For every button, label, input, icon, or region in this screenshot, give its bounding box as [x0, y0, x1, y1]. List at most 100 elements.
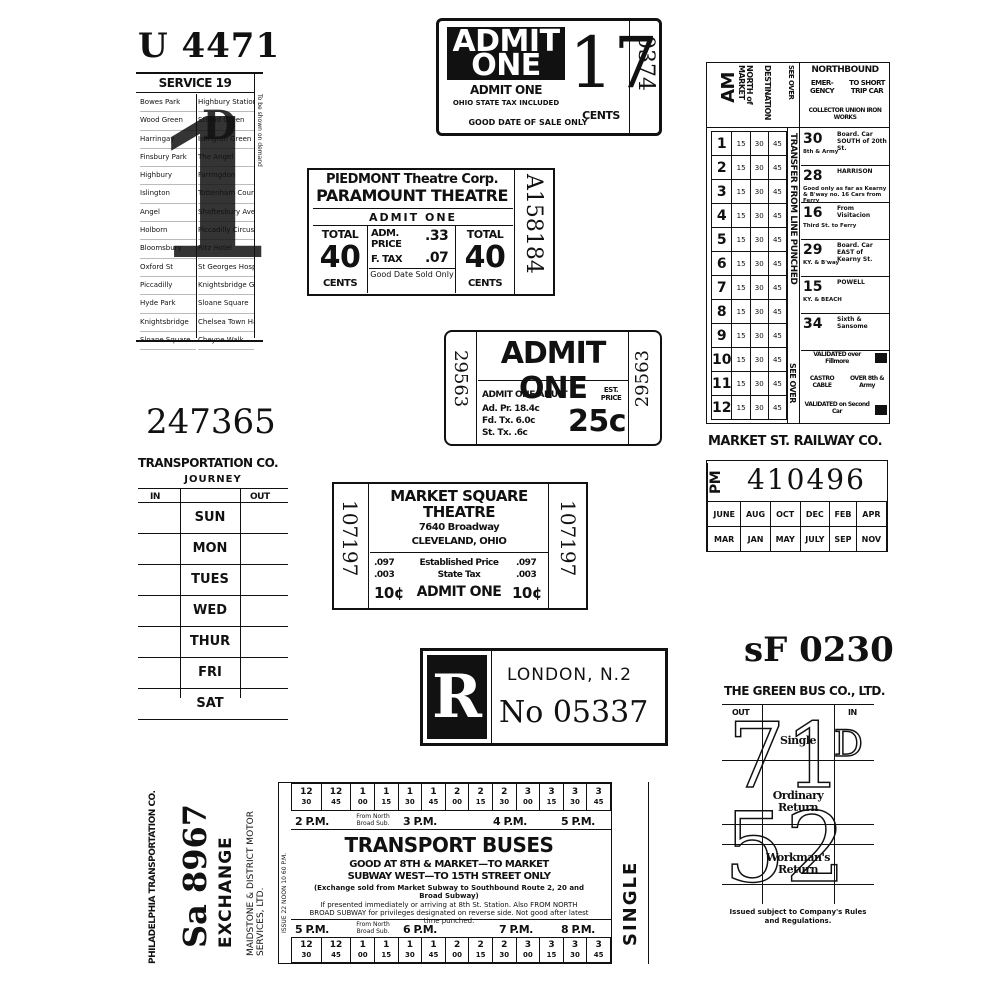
railway-stop-text: Sixth & Sansome: [837, 316, 868, 330]
railway-short-trip: TO SHORT TRIP CAR: [849, 79, 885, 95]
service-ticket-serial: U 4471: [138, 26, 281, 66]
admit-one-17-serial: 0374: [633, 35, 658, 91]
paramount-admit: ADMIT ONE: [368, 211, 458, 224]
market-square-price2-left: .003: [374, 570, 395, 580]
paramount-total-1: 40: [319, 240, 361, 275]
market-square-price1-left: .097: [374, 558, 395, 568]
admit-one-17-ticket: ADMIT ONE ADMIT ONE OHIO STATE TAX INCLU…: [436, 18, 662, 136]
market-square-ticket: 107197 107197 MARKET SQUARE THEATRE 7640…: [332, 482, 588, 610]
service-label: SERVICE 19: [136, 76, 254, 93]
railway-minute: 30: [749, 371, 769, 396]
month-ticket-serial: 410496: [747, 463, 866, 496]
railway-minute: 45: [767, 323, 788, 348]
railway-stop-num: 15: [803, 279, 823, 295]
railway-minute: 15: [731, 155, 751, 180]
railway-minute: 15: [731, 347, 751, 372]
railway-minute: 30: [749, 179, 769, 204]
time-hour: 1: [430, 940, 437, 950]
railway-minute: 15: [731, 299, 751, 324]
railway-transfer-text: TRANSFER FROM LINE PUNCHED: [788, 133, 798, 285]
time-min: 00: [452, 951, 462, 959]
time-min: 45: [331, 798, 341, 806]
railway-hour: 10: [710, 347, 733, 372]
day-row: MON: [138, 533, 288, 565]
service-stop: Finsbury Park: [140, 149, 196, 168]
railway-over: OVER 8th & Army: [849, 375, 885, 389]
service-stop: St Georges Hospital: [198, 259, 254, 277]
time-hour: 3: [548, 940, 555, 950]
transport-line1: GOOD AT 8TH & MARKET—TO MARKET: [349, 859, 549, 870]
service-denomination-d: D: [202, 102, 237, 149]
railway-hour: 8: [710, 299, 733, 324]
service-stop: Cheyne Walk: [198, 332, 254, 351]
service-stop: Shaftesbury Ave: [198, 204, 254, 223]
service-stop: Ritz Hotel: [198, 240, 254, 259]
admit-one-25-st-tx: St. Tx. .6c: [482, 428, 528, 438]
railway-hour: 5: [710, 227, 733, 252]
transportation-company: TRANSPORTATION CO.: [138, 456, 279, 470]
time-min: 15: [546, 951, 557, 959]
time-min: 45: [593, 951, 604, 959]
admit-one-17-line1: ADMIT ONE: [470, 83, 542, 97]
service-stop: Stroud Green: [198, 112, 254, 131]
time-hour: 2: [501, 787, 508, 797]
service-stop: Angel: [140, 204, 196, 223]
admit-one-17-line2: OHIO STATE TAX INCLUDED: [452, 99, 560, 107]
railway-minute: 45: [767, 275, 788, 300]
month-cell: AUG: [740, 501, 771, 527]
market-square-price2-right: .003: [516, 570, 537, 580]
green-bus-d: D: [833, 723, 863, 766]
railway-minute: 30: [749, 395, 769, 420]
admit-one-17-footer: GOOD DATE OF SALE ONLY: [468, 118, 588, 127]
railway-minute: 45: [767, 395, 788, 420]
time-hour: 3: [571, 940, 579, 950]
london-ticket: R LONDON, N.2 No 05337: [420, 648, 668, 746]
paramount-ticket: PIEDMONT Theatre Corp. PARAMOUNT THEATRE…: [307, 168, 555, 296]
railway-emergency: EMER-GENCY: [809, 79, 835, 95]
time-hour: 1: [406, 787, 414, 797]
transport-pm5b: 5 P.M.: [295, 923, 329, 936]
time-min: 15: [546, 798, 557, 806]
green-bus-single: Single: [780, 734, 817, 747]
green-bus-serial: sF 0230: [744, 630, 894, 670]
railway-stop-sub: KY. & B'way: [803, 260, 840, 266]
admit-one-25-ad-pr: Ad. Pr. 18.4c: [482, 404, 540, 414]
london-letter: R: [427, 655, 487, 739]
time-min: 00: [522, 951, 533, 959]
railway-hour: 6: [710, 251, 733, 276]
paramount-total-2: 40: [464, 240, 506, 275]
day-row: SAT: [138, 688, 288, 720]
service-stop: Bowes Park: [140, 94, 196, 113]
transport-pm7: 7 P.M.: [499, 923, 533, 936]
time-min: 30: [499, 951, 510, 959]
time-min: 30: [301, 798, 312, 806]
railway-minute: 30: [749, 131, 769, 156]
transport-pm5: 5 P.M.: [561, 815, 595, 828]
railway-hour: 4: [710, 203, 733, 228]
london-city: LONDON, N.2: [507, 665, 632, 685]
railway-am: AM: [717, 72, 739, 103]
railway-minute: 45: [767, 131, 788, 156]
railway-minute: 15: [731, 179, 751, 204]
railway-minute: 30: [749, 203, 769, 228]
paramount-total-label-2: TOTAL: [466, 228, 504, 241]
time-min: 45: [593, 798, 604, 806]
service-stop: Islington Green: [198, 131, 254, 149]
railway-transfer: AM NORTH of MARKET DESTINATION SEE OVER …: [706, 62, 890, 424]
transportation-serial: 247365: [146, 402, 276, 442]
admit-one-25-serial-right: 29563: [632, 350, 653, 408]
time-hour: 2: [477, 787, 484, 797]
paramount-adm-price: .33: [425, 228, 449, 244]
railway-stop-sub: Third St. to Ferry: [803, 223, 857, 229]
